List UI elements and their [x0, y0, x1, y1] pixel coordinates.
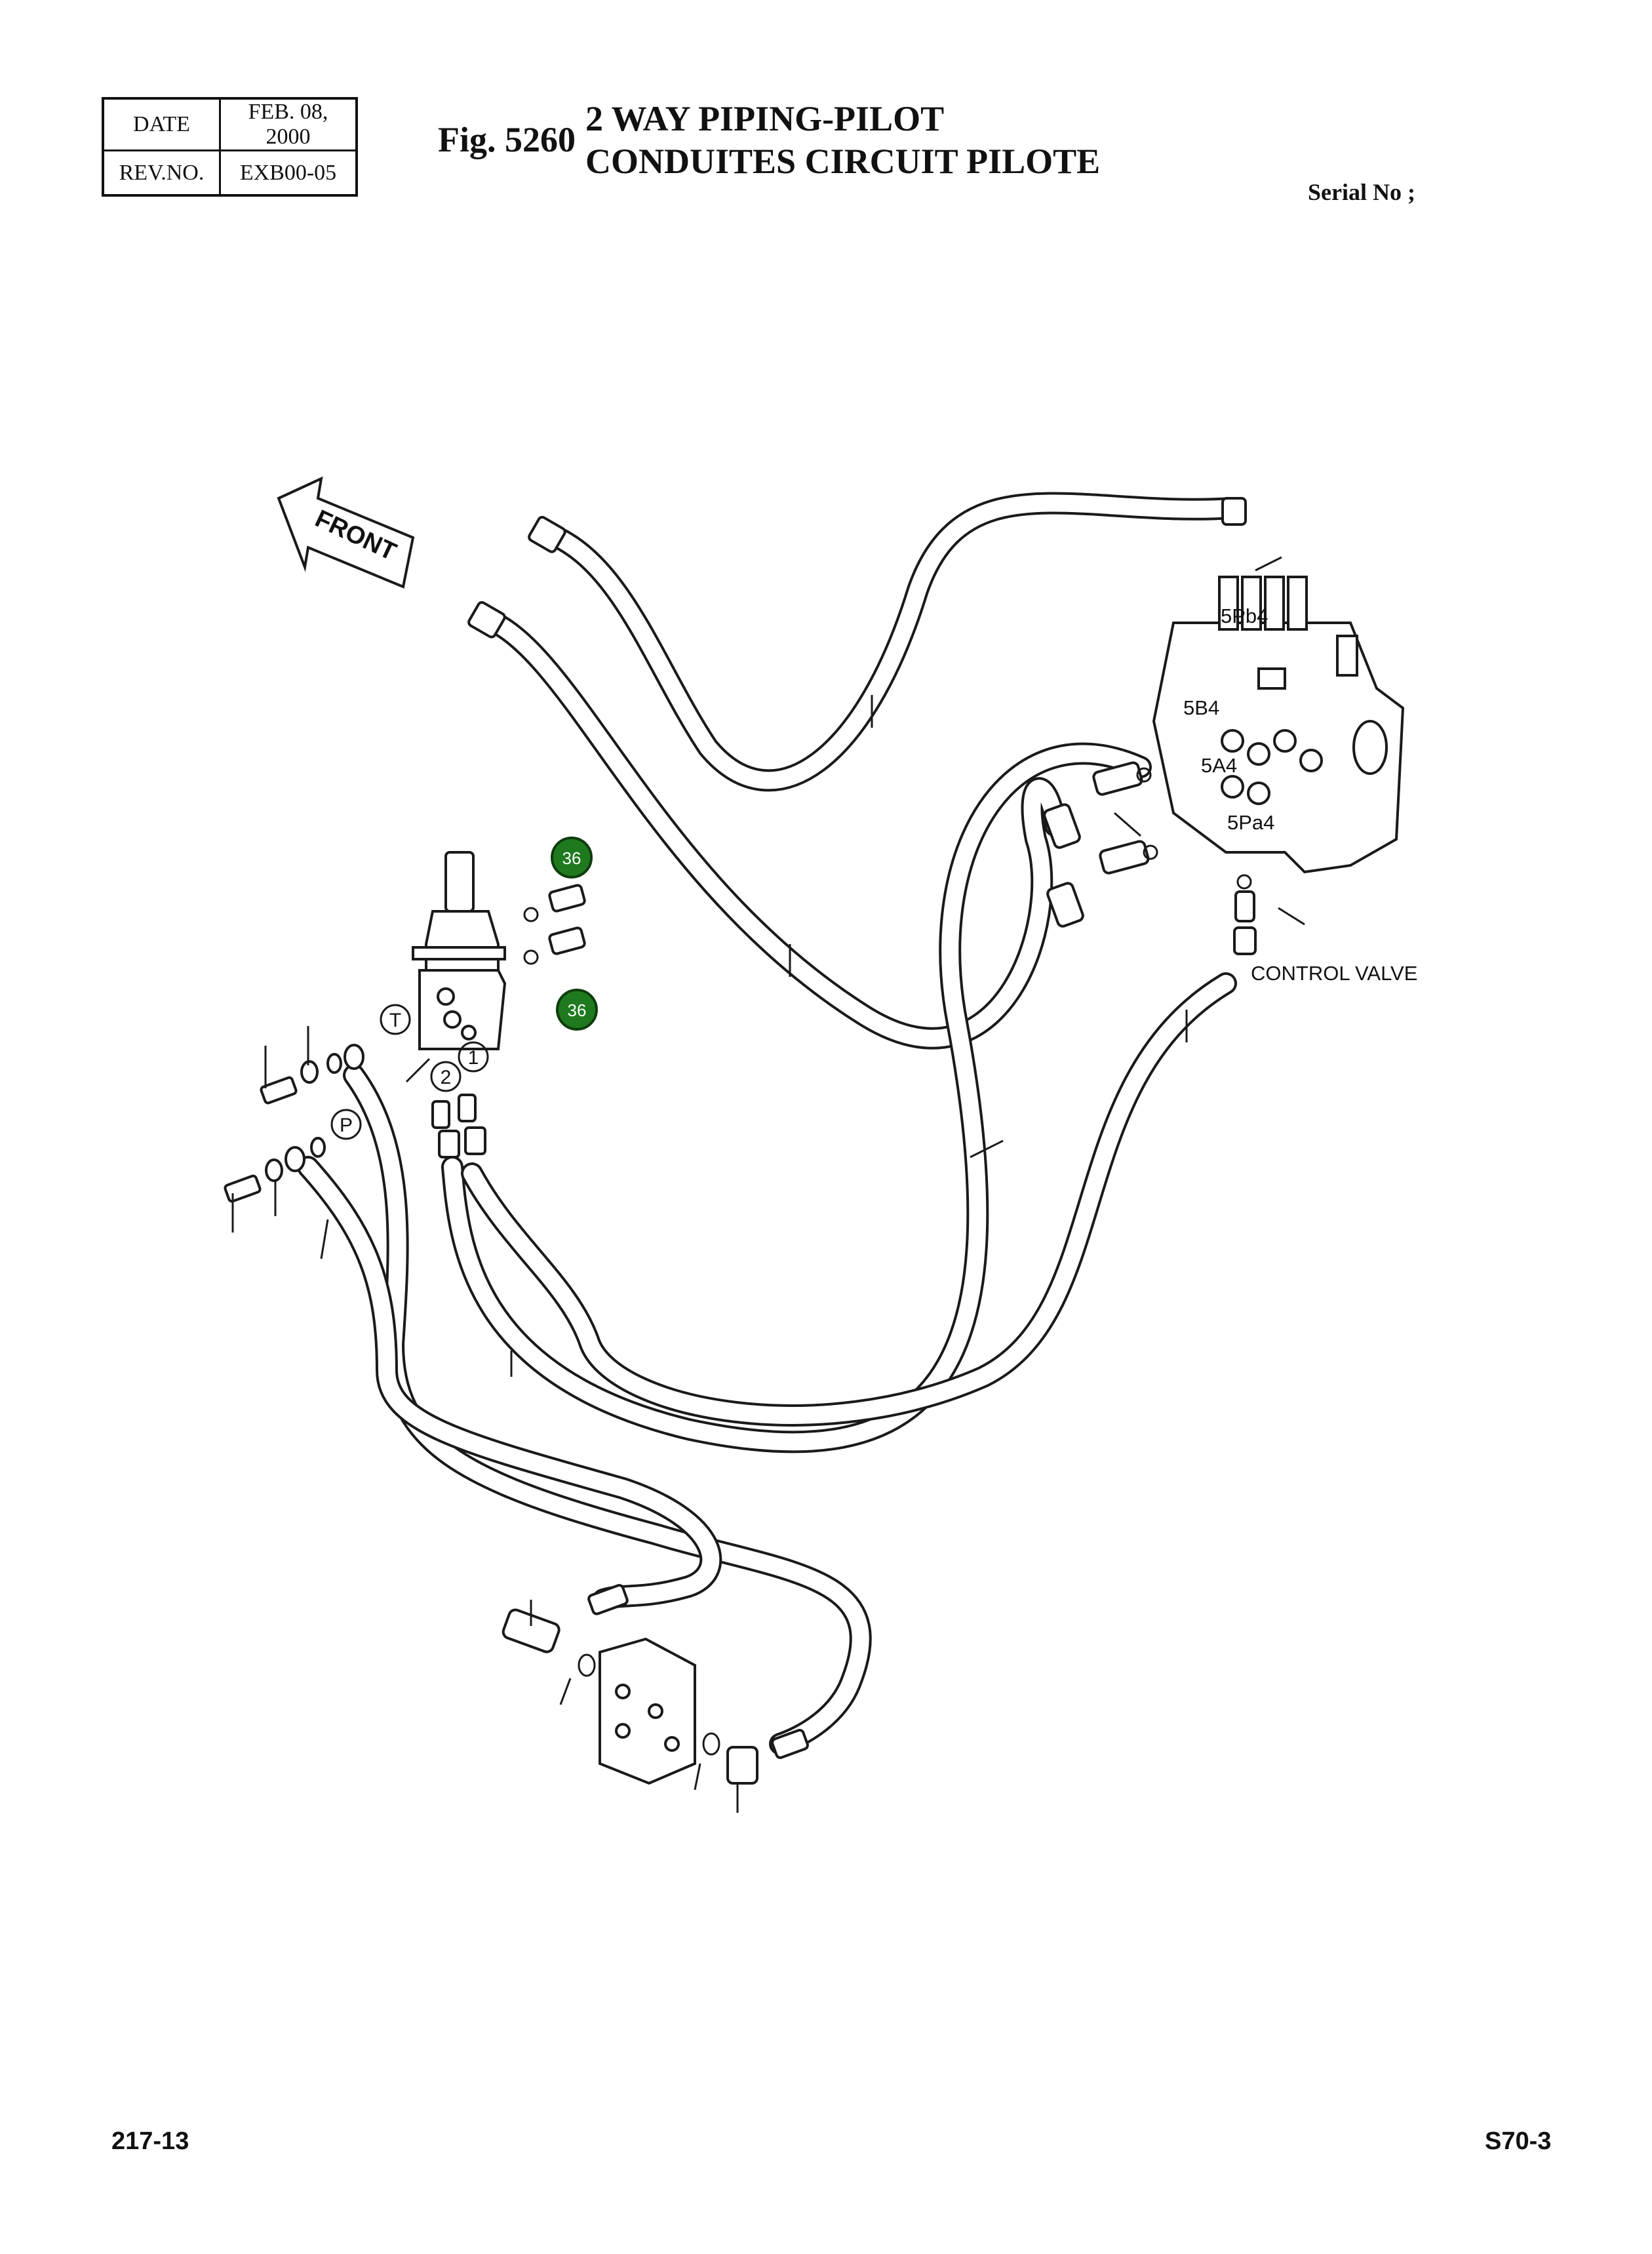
revision-table: DATE FEB. 08, 2000 REV.NO. EXB00-05 [102, 97, 358, 197]
port-label-5a4: 5A4 [1201, 754, 1237, 777]
banjo-fittings [224, 1044, 486, 1203]
hose-end-fittings [467, 497, 1247, 639]
control-valve-fittings [1043, 761, 1257, 955]
port-label-5pa4: 5Pa4 [1227, 811, 1274, 834]
port-label-5b4: 5B4 [1183, 696, 1219, 719]
serial-number-label: Serial No ; [1308, 179, 1415, 205]
svg-text:1: 1 [468, 1047, 479, 1069]
control-valve [1152, 576, 1405, 874]
rev-label: REV.NO. [102, 149, 221, 197]
pilot-valve-bolts [523, 884, 586, 965]
front-arrow-icon: FRONT [277, 476, 415, 589]
svg-text:2: 2 [441, 1067, 452, 1088]
page-code-right: S70-3 [1485, 2127, 1552, 2155]
circled-label-2: 2 [430, 1061, 462, 1092]
circled-label-p: P [330, 1109, 362, 1140]
hoses [297, 492, 1244, 1755]
leader-lines [231, 556, 1305, 1813]
callout-badge-36-top: 36 [551, 837, 593, 879]
date-label: DATE [102, 97, 221, 151]
date-value: FEB. 08, 2000 [219, 97, 358, 151]
rev-value: EXB00-05 [219, 149, 358, 197]
svg-text:P: P [340, 1115, 353, 1136]
title-line-2: CONDUITES CIRCUIT PILOTE [585, 142, 1101, 181]
circled-label-1: 1 [458, 1041, 489, 1073]
svg-text:T: T [389, 1010, 401, 1031]
control-valve-label: CONTROL VALVE [1251, 962, 1417, 985]
title-line-1: 2 WAY PIPING-PILOT [585, 99, 945, 138]
callout-badge-36-bottom: 36 [556, 989, 598, 1031]
figure-number: Fig. 5260 [438, 120, 576, 159]
pilot-valve [412, 851, 507, 1050]
svg-text:36: 36 [562, 848, 581, 868]
svg-text:36: 36 [568, 1000, 587, 1020]
port-label-5pb4: 5Pb4 [1221, 604, 1268, 627]
manifold-block [502, 1584, 809, 1785]
page-code-left: 217-13 [111, 2127, 189, 2155]
circled-label-t: T [380, 1004, 411, 1035]
